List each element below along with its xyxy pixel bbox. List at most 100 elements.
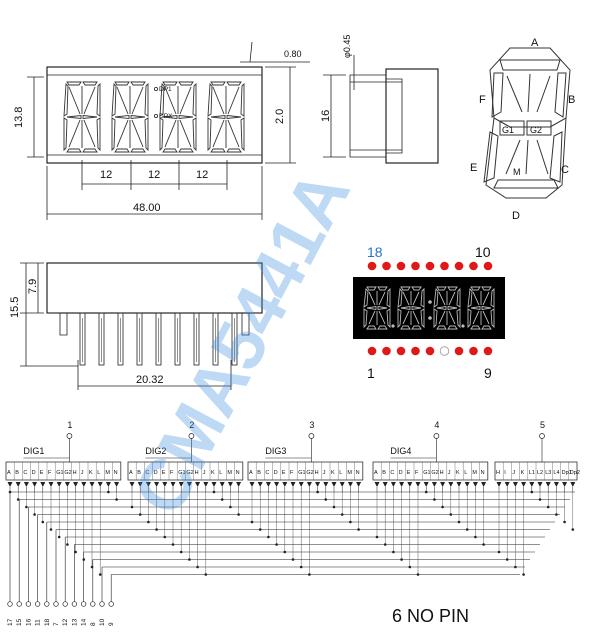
dim-pin-diameter: φ0.45: [342, 35, 352, 58]
segment-letter: F: [290, 470, 294, 476]
front-pin: [136, 312, 143, 366]
digit-group-label: DIG4: [390, 446, 411, 456]
dim-corner: 0.80: [284, 49, 302, 59]
top-view: DP1 DPX 13.8 2.0 0.80 12 12 12 48.00: [13, 41, 310, 220]
led-diode: [315, 482, 321, 487]
bottom-pin-label: 11: [35, 619, 42, 626]
segment-letter: G2: [431, 470, 438, 476]
led-diode: [15, 482, 21, 487]
led-diode: [154, 482, 160, 487]
pin-dot-group: [367, 261, 493, 356]
segment-letter: E: [407, 470, 411, 476]
segment-letter: G1: [178, 470, 185, 476]
led-diode: [374, 482, 380, 487]
segment-letter: D: [154, 470, 158, 476]
led-diode: [170, 482, 176, 487]
segment-letter: D: [399, 470, 403, 476]
dim-total-width: 48.00: [133, 202, 161, 214]
pin-dot-top: [367, 261, 377, 271]
bottom-pin-label: 14: [81, 618, 88, 626]
bottom-pin-terminal: [34, 601, 41, 607]
bottom-pin-terminal: [16, 601, 22, 607]
pinout-view: 18 10 1 9: [353, 244, 505, 381]
led-diode: [529, 482, 535, 487]
bottom-pin-terminal: [80, 601, 87, 607]
segment-letter: H: [496, 470, 500, 476]
pin-dot-top: [396, 261, 406, 271]
led-diode: [211, 482, 217, 487]
segment-letter: B: [257, 470, 261, 476]
front-pin: [117, 312, 124, 366]
led-diode: [137, 482, 143, 487]
segment-digit: [483, 47, 571, 199]
segment-letter: C: [145, 470, 149, 476]
front-pin: [231, 312, 238, 366]
bottom-pin-label: 17: [7, 618, 14, 626]
bottom-pin-terminal: [108, 601, 114, 607]
segment-letter: L: [464, 470, 467, 476]
led-diode: [97, 482, 103, 487]
dim-pitch-3: 12: [196, 169, 208, 181]
led-diode: [464, 482, 470, 487]
led-diode: [290, 482, 296, 487]
led-diode: [257, 482, 263, 487]
led-diode: [105, 482, 111, 487]
led-diode: [448, 482, 454, 487]
pin-dot-top: [411, 261, 420, 271]
led-diode: [23, 482, 29, 487]
led-diode: [521, 482, 527, 487]
pinout-digit: [433, 286, 461, 330]
led-diode: [399, 482, 405, 487]
common-pin-label: 3: [309, 420, 314, 430]
pin-dot-bottom: [469, 346, 478, 356]
led-diode: [48, 482, 54, 487]
seg-label-m: M: [513, 167, 521, 177]
segment-letter: M: [347, 470, 352, 476]
big-digit-outline: [483, 47, 571, 199]
segment-letter: H: [73, 470, 77, 476]
led-diode: [456, 482, 462, 487]
led-diode: [40, 482, 46, 487]
pin-dot-bottom: [411, 346, 420, 356]
segment-letter: D: [32, 470, 36, 476]
led-diode: [562, 482, 568, 487]
common-pin-terminal: [539, 433, 545, 439]
segment-letter: A: [129, 470, 133, 476]
segment-letter: K: [331, 470, 335, 476]
pin-dot-bottom: [382, 346, 391, 356]
no-pin-note: 6 NO PIN: [392, 606, 469, 626]
pinout-colon-top: [428, 300, 432, 304]
side-view: 16 φ0.45: [320, 35, 439, 164]
pin-dot-bottom: [454, 346, 464, 356]
pin-dot-top: [440, 261, 449, 271]
dp1-label: DP1: [159, 86, 172, 93]
dim-height-left: 13.8: [13, 107, 25, 128]
bottom-pin-label: 8: [90, 622, 97, 626]
led-diode: [114, 482, 120, 487]
common-pin-terminal: [308, 433, 315, 439]
segment-letter: G1: [298, 470, 305, 476]
segment-letter: Dp2: [570, 470, 580, 476]
common-pin-label: 1: [67, 420, 72, 430]
segment-letter: L1: [529, 470, 535, 476]
pinout-colon-bottom: [428, 316, 432, 320]
segment-letter: E: [162, 470, 166, 476]
led-diode: [7, 482, 13, 487]
pin-label-1: 1: [367, 365, 375, 381]
dim-pitch-1: 12: [100, 169, 112, 181]
led-diode: [265, 482, 271, 487]
segment-letter: K: [89, 470, 93, 476]
front-pin: [155, 312, 162, 366]
dim-front-body: 7.9: [27, 279, 39, 294]
segment-letter: D: [274, 470, 278, 476]
led-diode: [186, 482, 192, 487]
led-diode: [323, 482, 329, 487]
led-diode: [306, 482, 312, 487]
pinout-dp: [391, 324, 395, 328]
